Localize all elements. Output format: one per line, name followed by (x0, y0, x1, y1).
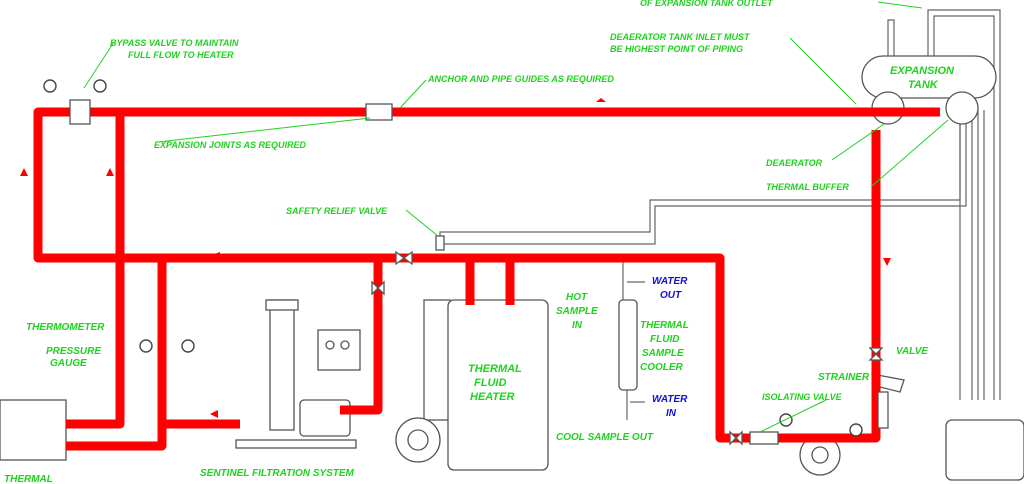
leader-lines (83, 1, 949, 433)
panel-dial-2 (340, 340, 350, 350)
safety-relief-valve-icon (435, 235, 445, 251)
filtration-control-panel (317, 329, 361, 371)
panel-dial-1 (325, 340, 335, 350)
filter-cap (265, 299, 299, 311)
heater-panel (423, 299, 451, 421)
pressure-gauge-2-icon (93, 79, 107, 93)
filter-housing (269, 299, 295, 431)
flow-arrow-filter (210, 410, 218, 418)
gate-valve-icon (395, 250, 413, 266)
label-sentinel-filtration: SENTINEL FILTRATION SYSTEM (200, 468, 355, 479)
label-water-in-line1: WATER (652, 394, 688, 405)
label-bypass-valve-line2: FULL FLOW TO HEATER (128, 50, 234, 60)
label-cooler-line2: FLUID (650, 334, 679, 345)
fittings (43, 79, 889, 446)
label-heater-line1-green: THERMAL (468, 363, 522, 375)
label-expansion-tank-line1: EXPANSION (890, 65, 955, 77)
label-hot-sample-line2: SAMPLE (556, 306, 598, 317)
label-strainer: STRAINER (818, 372, 870, 383)
pressure-gauge-4-icon (181, 339, 195, 353)
label-pressure-gauge-line2: GAUGE (50, 358, 87, 369)
label-heater-line2: FLUID (480, 377, 512, 389)
pump-impeller (811, 446, 829, 464)
pressure-gauge-1-icon (43, 79, 57, 93)
label-cooler-line4: COOLER (640, 362, 684, 373)
label-thermal-buffer: THERMAL BUFFER (766, 182, 849, 192)
label-heater-line3-green: HEATER (470, 391, 514, 403)
label-heater-line1: THERMAL (476, 363, 530, 375)
label-bypass-valve-line1: BYPASS VALVE TO MAINTAIN (110, 38, 239, 48)
label-isolating-valve: ISOLATING VALVE (762, 392, 843, 402)
label-water-in-line2: IN (666, 408, 677, 419)
filtration-pump (299, 399, 351, 437)
label-heater-line2-green: FLUID (474, 377, 506, 389)
label-expansion-joints: EXPANSION JOINTS AS REQUIRED (154, 140, 307, 150)
flow-arrow-top (596, 98, 606, 102)
label-thermal-user: THERMAL (4, 474, 53, 484)
label-safety-relief-valve: SAFETY RELIEF VALVE (286, 206, 388, 216)
label-deaerator-inlet-line1: DEAERATOR TANK INLET MUST (610, 32, 751, 42)
flow-arrows (20, 98, 891, 418)
label-cooler-line1: THERMAL (640, 320, 689, 331)
flex-connector-icon (749, 431, 779, 445)
thermal-buffer-vessel (945, 91, 979, 125)
strainer-flex-icon (877, 391, 889, 429)
label-deaerator-inlet-line2: BE HIGHEST POINT OF PIPING (610, 44, 743, 54)
label-expansion-tank-line2: TANK (908, 79, 939, 91)
filtration-skid (235, 439, 357, 449)
label-hot-sample-line1: HOT (566, 292, 588, 303)
label-water-out-line2: OUT (660, 290, 682, 301)
label-deaerator: DEAERATOR (766, 158, 823, 168)
label-thermometer: THERMOMETER (26, 322, 105, 333)
drain-tank (945, 419, 1024, 481)
flow-arrow-left (20, 168, 28, 176)
pressure-gauge-6-icon (849, 423, 863, 437)
flow-arrow-middle (212, 252, 220, 258)
process-piping (33, 107, 940, 451)
thermal-fluid-heater (447, 299, 549, 471)
expansion-tank (861, 55, 997, 99)
isolating-valve-icon (729, 430, 743, 446)
pressure-gauge-3-icon (139, 339, 153, 353)
label-cooler-line3: SAMPLE (642, 348, 684, 359)
thermal-user-unit (0, 399, 67, 461)
label-heater-line3: HEATER (476, 391, 520, 403)
label-pressure-gauge-line1: PRESSURE (46, 346, 101, 357)
flow-arrow-bypass (106, 168, 114, 176)
auxiliary-lines (439, 9, 1001, 420)
label-anchor-guides: ANCHOR AND PIPE GUIDES AS REQUIRED (427, 74, 614, 84)
pressure-gauge-5-icon (779, 413, 793, 427)
flow-arrow-deaerator (883, 258, 891, 266)
equipment (0, 55, 1024, 481)
label-valve: VALVE (896, 346, 928, 357)
expansion-joint-icon (365, 103, 393, 121)
bypass-valve-icon (69, 99, 91, 125)
isolation-valve-vertical-icon (868, 347, 884, 361)
label-hot-sample-line3: IN (572, 320, 583, 331)
label-cool-sample-out: COOL SAMPLE OUT (556, 432, 654, 443)
heater-burner-core (407, 429, 429, 451)
label-expansion-tank-outlet: OF EXPANSION TANK OUTLET (640, 0, 774, 8)
bypass-gate-valve-icon (371, 280, 385, 296)
labels: OF EXPANSION TANK OUTLET BYPASS VALVE TO… (4, 0, 955, 484)
sample-cooler (618, 299, 638, 391)
label-water-out-line1: WATER (652, 276, 688, 287)
